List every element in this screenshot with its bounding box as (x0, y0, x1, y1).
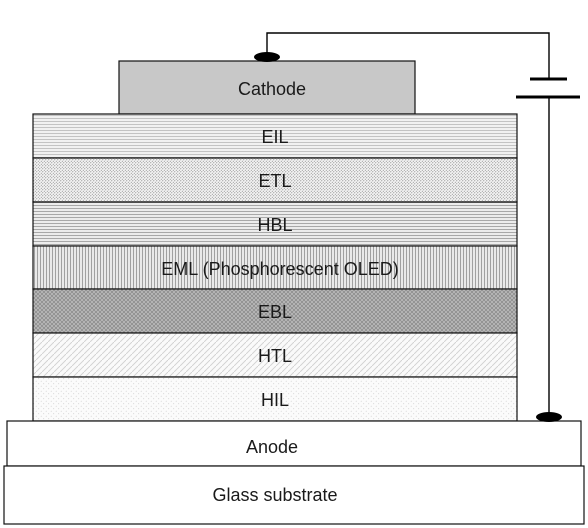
hbl-layer: HBL (32, 201, 518, 247)
cathode-layer: Cathode (118, 60, 416, 115)
ebl-layer: EBL (32, 288, 518, 334)
anode-contact-dot (536, 412, 562, 422)
battery-icon (516, 77, 580, 99)
hil-layer: HIL (32, 376, 518, 422)
htl-layer: HTL (32, 332, 518, 378)
ebl-label: EBL (258, 302, 292, 322)
glass-substrate-layer: Glass substrate (3, 465, 585, 525)
cathode-contact-dot (254, 52, 280, 62)
eil-label: EIL (261, 127, 288, 147)
anode-label: Anode (246, 437, 298, 457)
circuit-wire (266, 32, 550, 416)
glass-substrate-label: Glass substrate (212, 485, 337, 505)
cathode-label: Cathode (238, 79, 306, 99)
hbl-label: HBL (257, 215, 292, 235)
etl-label: ETL (258, 171, 291, 191)
eil-layer: EIL (32, 113, 518, 159)
htl-label: HTL (258, 346, 292, 366)
eml-label: EML (Phosphorescent OLED) (161, 259, 398, 279)
eml-layer: EML (Phosphorescent OLED) (32, 245, 518, 290)
hil-label: HIL (261, 390, 289, 410)
anode-layer: Anode (6, 420, 582, 467)
etl-layer: ETL (32, 157, 518, 203)
